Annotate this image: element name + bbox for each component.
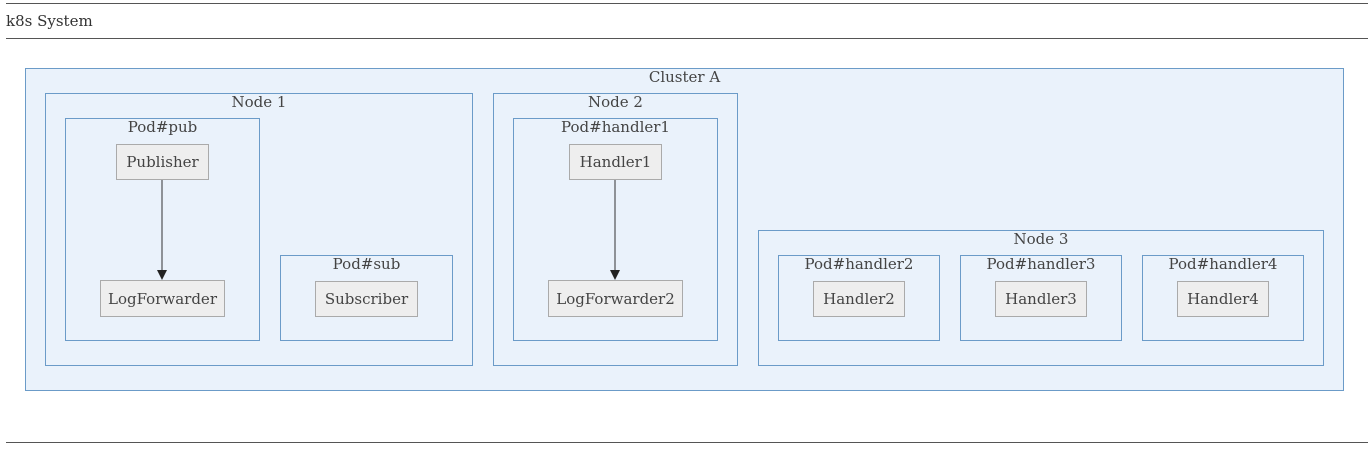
- pod-handler3-label: Pod#handler3: [986, 255, 1096, 273]
- top-rule: [6, 3, 1368, 4]
- component-subscriber[interactable]: Subscriber: [315, 281, 418, 317]
- page-title: k8s System: [6, 12, 93, 30]
- pod-handler4: Pod#handler4: [1142, 255, 1304, 341]
- cluster-label: Cluster A: [648, 68, 721, 86]
- component-publisher[interactable]: Publisher: [116, 144, 209, 180]
- pod-handler2: Pod#handler2: [778, 255, 940, 341]
- node-1-label: Node 1: [231, 93, 287, 111]
- node-2-label: Node 2: [588, 93, 643, 111]
- node-3-label: Node 3: [1013, 230, 1069, 248]
- component-handler2[interactable]: Handler2: [813, 281, 905, 317]
- pod-pub-label: Pod#pub: [127, 118, 198, 136]
- component-handler3[interactable]: Handler3: [995, 281, 1087, 317]
- component-handler1[interactable]: Handler1: [569, 144, 662, 180]
- pod-handler3: Pod#handler3: [960, 255, 1122, 341]
- pod-handler1-label: Pod#handler1: [561, 118, 670, 136]
- component-logforwarder[interactable]: LogForwarder: [100, 280, 225, 317]
- component-handler4[interactable]: Handler4: [1177, 281, 1269, 317]
- pod-sub-label: Pod#sub: [332, 255, 401, 273]
- pod-handler4-label: Pod#handler4: [1168, 255, 1278, 273]
- bottom-rule: [6, 442, 1368, 443]
- component-logforwarder2[interactable]: LogForwarder2: [548, 280, 683, 317]
- header-rule: [6, 38, 1368, 39]
- pod-handler2-label: Pod#handler2: [804, 255, 914, 273]
